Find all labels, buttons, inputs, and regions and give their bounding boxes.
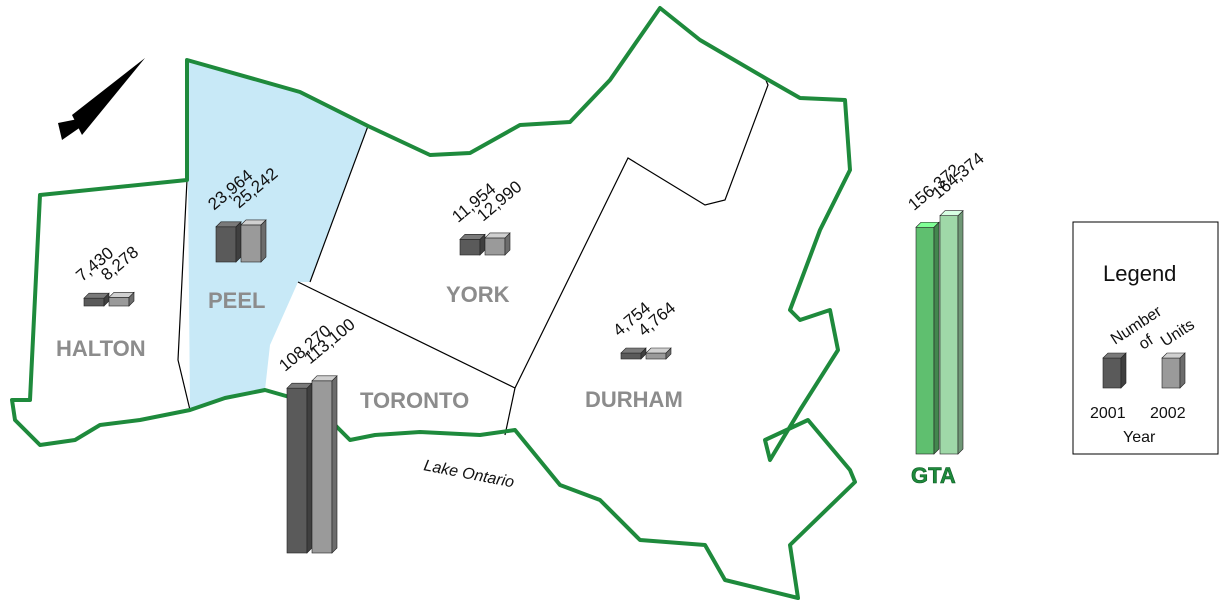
bar-peel-2002 (240, 219, 267, 263)
legend-year-label: Year (1123, 429, 1156, 446)
halton-peel-border (177, 179, 191, 411)
bar-durham-2002 (645, 347, 672, 360)
region-label-halton: HALTON (56, 336, 146, 361)
region-peel-fill (187, 60, 368, 410)
legend-title: Legend (1103, 261, 1176, 286)
peel-york-border (309, 125, 369, 283)
inner-borders (177, 77, 769, 436)
bar-gta-2002 (939, 209, 964, 455)
bar-york-2001 (459, 233, 486, 256)
gta-outer-boundary (10, 6, 857, 600)
region-label-toronto: TORONTO (360, 388, 469, 413)
legend-bar-2001 (1102, 352, 1127, 389)
bar-gta-2001 (915, 221, 940, 455)
legend-year-2002: 2002 (1150, 405, 1186, 422)
lake-ontario-label: Lake Ontario (422, 457, 515, 491)
legend-year-2001: 2001 (1090, 405, 1126, 422)
bar-york-2002 (484, 232, 511, 256)
bar-halton-2002 (108, 291, 135, 307)
bar-halton-2001 (83, 292, 110, 307)
region-label-gta: GTA (911, 463, 956, 488)
legend-box (1072, 221, 1219, 455)
region-label-peel: PEEL (208, 288, 265, 313)
legend-bar-2002 (1161, 352, 1186, 389)
region-label-york: YORK (446, 282, 510, 307)
bar-toronto-2002 (311, 375, 338, 554)
legend: Legend Number of Units 2001 2002 Year (1072, 221, 1219, 455)
region-label-durham: DURHAM (585, 387, 683, 412)
york-durham-border (504, 77, 769, 436)
north-arrow-icon (58, 58, 145, 140)
bar-durham-2001 (620, 347, 647, 360)
bar-toronto-2001 (286, 382, 313, 554)
bar-peel-2001 (215, 221, 242, 263)
legend-bars (1102, 352, 1186, 389)
toronto-york-border (297, 281, 516, 389)
